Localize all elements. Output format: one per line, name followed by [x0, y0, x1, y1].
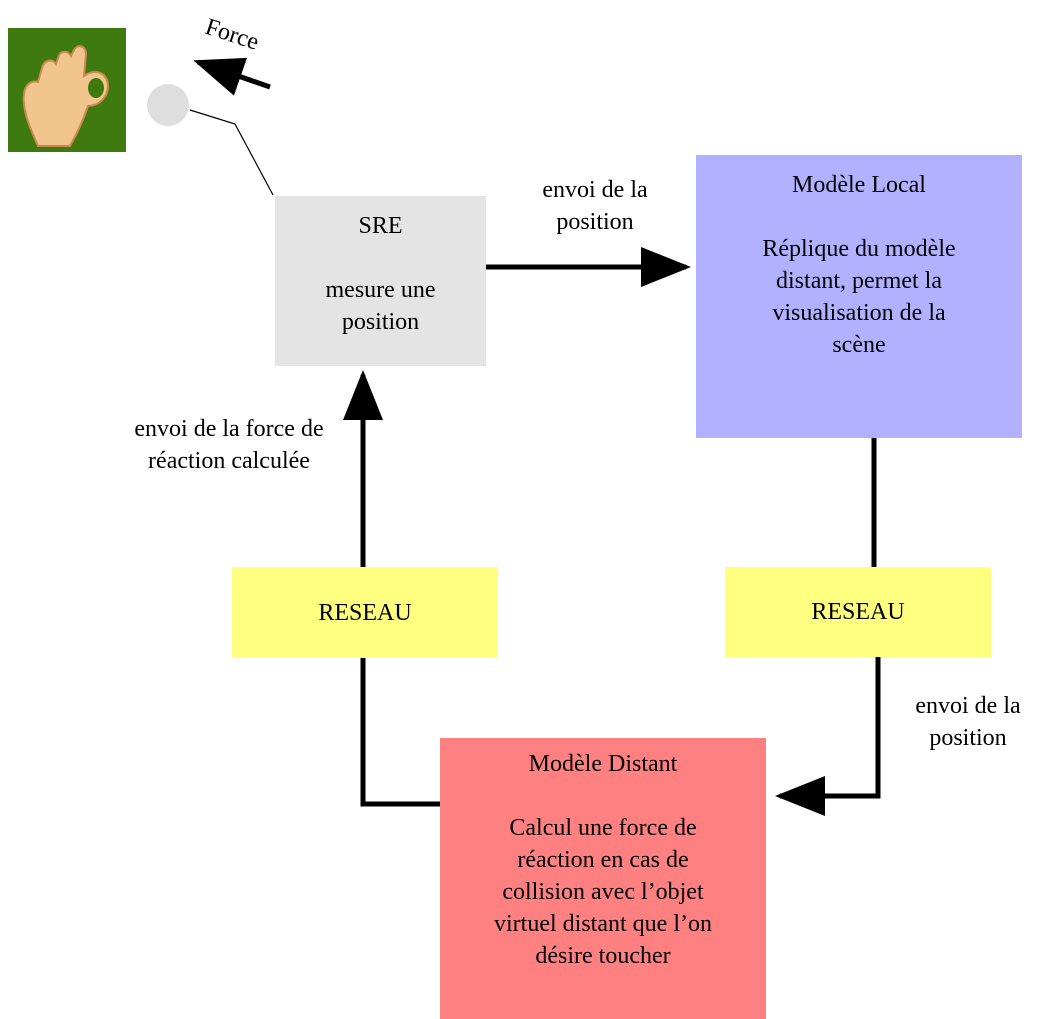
- local-line-3: visualisation de la: [772, 300, 946, 326]
- edge-label-top: envoi de la position: [520, 174, 670, 238]
- reseau-left-box: RESEAU: [232, 567, 498, 658]
- line-distant-to-reseau-left: [360, 658, 440, 807]
- distant-title: Modèle Distant: [528, 751, 678, 777]
- force-arrow: [193, 57, 271, 96]
- sre-box: SRE mesure une position: [275, 196, 486, 366]
- arrow-reseau-right-to-distant: [775, 657, 881, 816]
- hand-icon: [8, 28, 126, 152]
- edge-top-line-1: envoi de la: [542, 177, 648, 203]
- modele-local-box: Modèle Local Réplique du modèle distant,…: [696, 155, 1022, 438]
- reseau-right-box: RESEAU: [725, 567, 991, 657]
- modele-distant-box: Modèle Distant Calcul une force de réact…: [440, 738, 766, 1019]
- ball-icon: [147, 84, 189, 126]
- local-line-4: scène: [832, 332, 886, 358]
- sre-line-2: position: [341, 309, 420, 335]
- reseau-left-label: RESEAU: [318, 599, 412, 626]
- edge-label-right: envoi de la position: [893, 690, 1043, 754]
- edge-right-line-1: envoi de la: [915, 693, 1021, 719]
- reseau-right-label: RESEAU: [811, 599, 905, 625]
- local-line-1: Réplique du modèle: [762, 236, 956, 262]
- local-title: Modèle Local: [792, 172, 926, 198]
- edge-label-left: envoi de la force de réaction calculée: [100, 413, 358, 477]
- distant-line-4: virtuel distant que l’on: [494, 911, 712, 937]
- distant-line-5: désire toucher: [535, 943, 671, 969]
- sre-leader-line: [189, 109, 274, 196]
- sre-line-1: mesure une: [325, 277, 436, 303]
- distant-line-2: réaction en cas de: [517, 847, 689, 873]
- edge-top-line-2: position: [556, 209, 634, 235]
- local-line-2: distant, permet la: [776, 268, 942, 294]
- sre-title: SRE: [358, 213, 403, 239]
- edge-left-line-1: envoi de la force de: [134, 416, 324, 442]
- edge-right-line-2: position: [929, 725, 1007, 751]
- distant-line-1: Calcul une force de: [509, 815, 697, 841]
- distant-line-3: collision avec l’objet: [502, 879, 704, 905]
- edge-left-line-2: réaction calculée: [148, 448, 310, 474]
